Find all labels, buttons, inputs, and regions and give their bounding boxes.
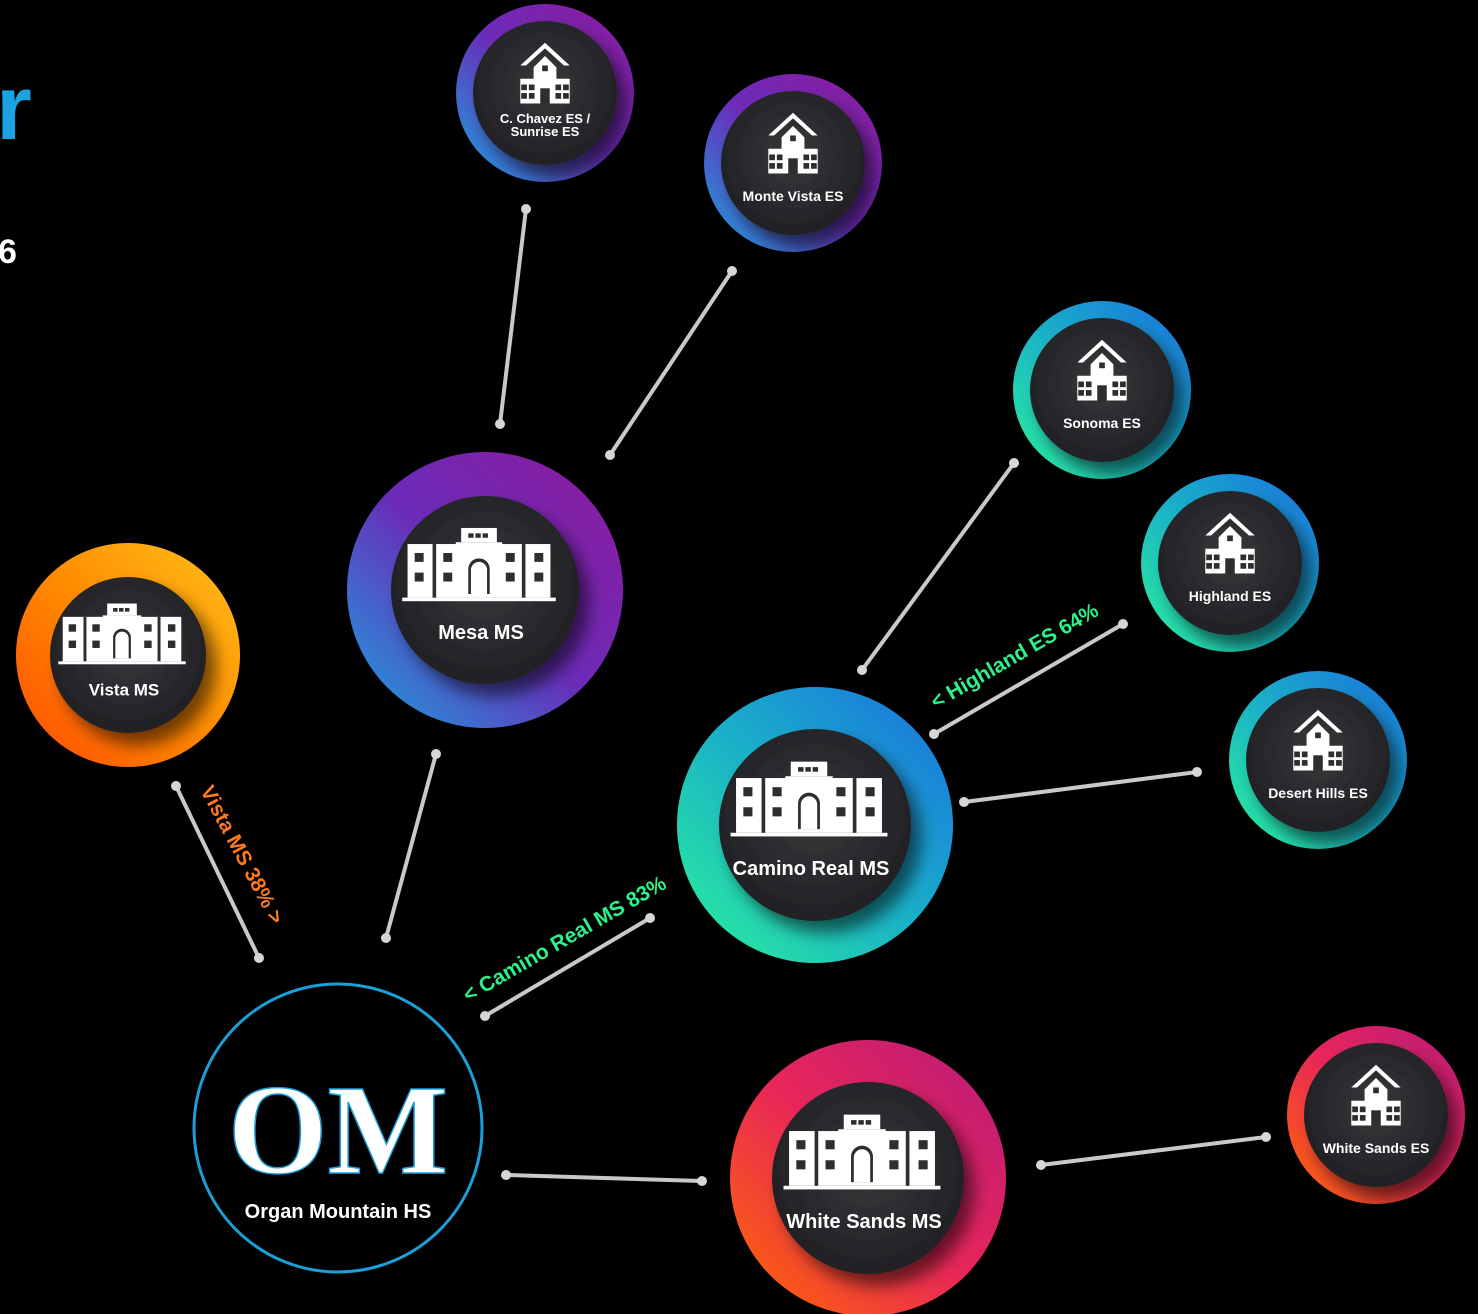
edge-percent-label: < Highland ES 64% [927,599,1103,714]
edge-organmountain-to-whitesandsms [501,1170,707,1186]
connector-line [860,461,1016,672]
edge-caminoreal-to-organmountain [480,913,655,1021]
node-montevista[interactable]: Monte Vista ES [704,74,882,252]
school-building-icon [402,527,556,602]
edge-percent-label: < Camino Real MS 83% [459,872,670,1007]
node-label: Vista MS [89,681,160,700]
connector-dot [171,781,181,791]
cropped-subtitle-fragment: 6 [0,233,17,271]
connector-dot [959,797,969,807]
nodes-layer: C. Chavez ES /Sunrise ES Monte Vista ES Me… [16,4,1465,1314]
connector-dot [381,933,391,943]
node-caminoreal[interactable]: Camino Real MS [677,687,953,963]
connector-dot [605,450,615,460]
connector-line [932,622,1125,736]
school-building-icon [1077,339,1127,401]
edge-sonoma-to-caminoreal [857,458,1019,675]
node-whitesandses[interactable]: White Sands ES [1287,1026,1465,1204]
node-chavez[interactable]: C. Chavez ES /Sunrise ES [456,4,634,182]
node-label: Sonoma ES [1063,415,1141,431]
node-sonoma[interactable]: Sonoma ES [1013,301,1191,479]
node-label: Monte Vista ES [743,188,844,204]
school-building-icon [1205,512,1255,574]
node-label: White Sands ES [1323,1140,1430,1156]
school-building-icon [520,42,570,104]
connector-line [174,784,261,960]
node-label: Camino Real MS [733,858,890,880]
school-building-icon [1351,1064,1401,1126]
connector-line [384,752,438,940]
connector-dot [431,749,441,759]
connector-dot [495,419,505,429]
connector-dot [929,729,939,739]
school-building-icon [58,603,186,665]
connector-line [962,770,1199,804]
edge-vista-to-organmountain [171,781,264,963]
node-label: Mesa MS [438,622,524,644]
node-highland[interactable]: Highland ES [1141,474,1319,652]
node-label: Sunrise ES [511,124,580,139]
connector-dot [697,1176,707,1186]
school-building-icon [768,112,818,174]
node-label: C. Chavez ES / [500,111,591,126]
connector-dot [521,204,531,214]
school-building-icon [730,761,888,837]
edge-highland-to-caminoreal [929,619,1128,739]
cropped-title-fragment: r [0,57,32,159]
om-logo-letters: OM [228,1059,448,1201]
node-mesa[interactable]: Mesa MS [347,452,623,728]
school-building-icon [783,1114,941,1190]
edge-whitesandses-to-whitesandsms [1036,1132,1271,1170]
school-building-icon [1293,709,1343,771]
edge-chavez-to-mesa [495,204,531,429]
edge-deserthills-to-caminoreal [959,767,1202,807]
connector-line [504,1173,704,1183]
connector-line [483,916,652,1018]
node-label: Desert Hills ES [1268,785,1368,801]
connector-line [1039,1135,1268,1167]
connector-dot [1009,458,1019,468]
edge-mesa-to-organmountain [381,749,441,943]
connector-dot [1261,1132,1271,1142]
connector-dot [857,665,867,675]
connector-dot [727,266,737,276]
connector-line [608,269,734,457]
node-deserthills[interactable]: Desert Hills ES [1229,671,1407,849]
edge-montevista-to-mesa [605,266,737,460]
node-label: Organ Mountain HS [245,1201,432,1223]
connector-dot [645,913,655,923]
connector-dot [501,1170,511,1180]
connector-dot [1036,1160,1046,1170]
node-label: White Sands MS [786,1211,942,1233]
node-label: Highland ES [1189,588,1271,604]
connector-dot [254,953,264,963]
connector-dot [1118,619,1128,629]
connector-dot [480,1011,490,1021]
connector-dot [1192,767,1202,777]
om-logo-outline: OM [228,1059,448,1201]
node-whitesandsms[interactable]: White Sands MS [730,1040,1006,1314]
edges-layer [171,204,1271,1186]
high-school-ring [192,982,484,1274]
node-vista[interactable]: Vista MS [16,543,240,767]
connector-line [498,207,528,426]
